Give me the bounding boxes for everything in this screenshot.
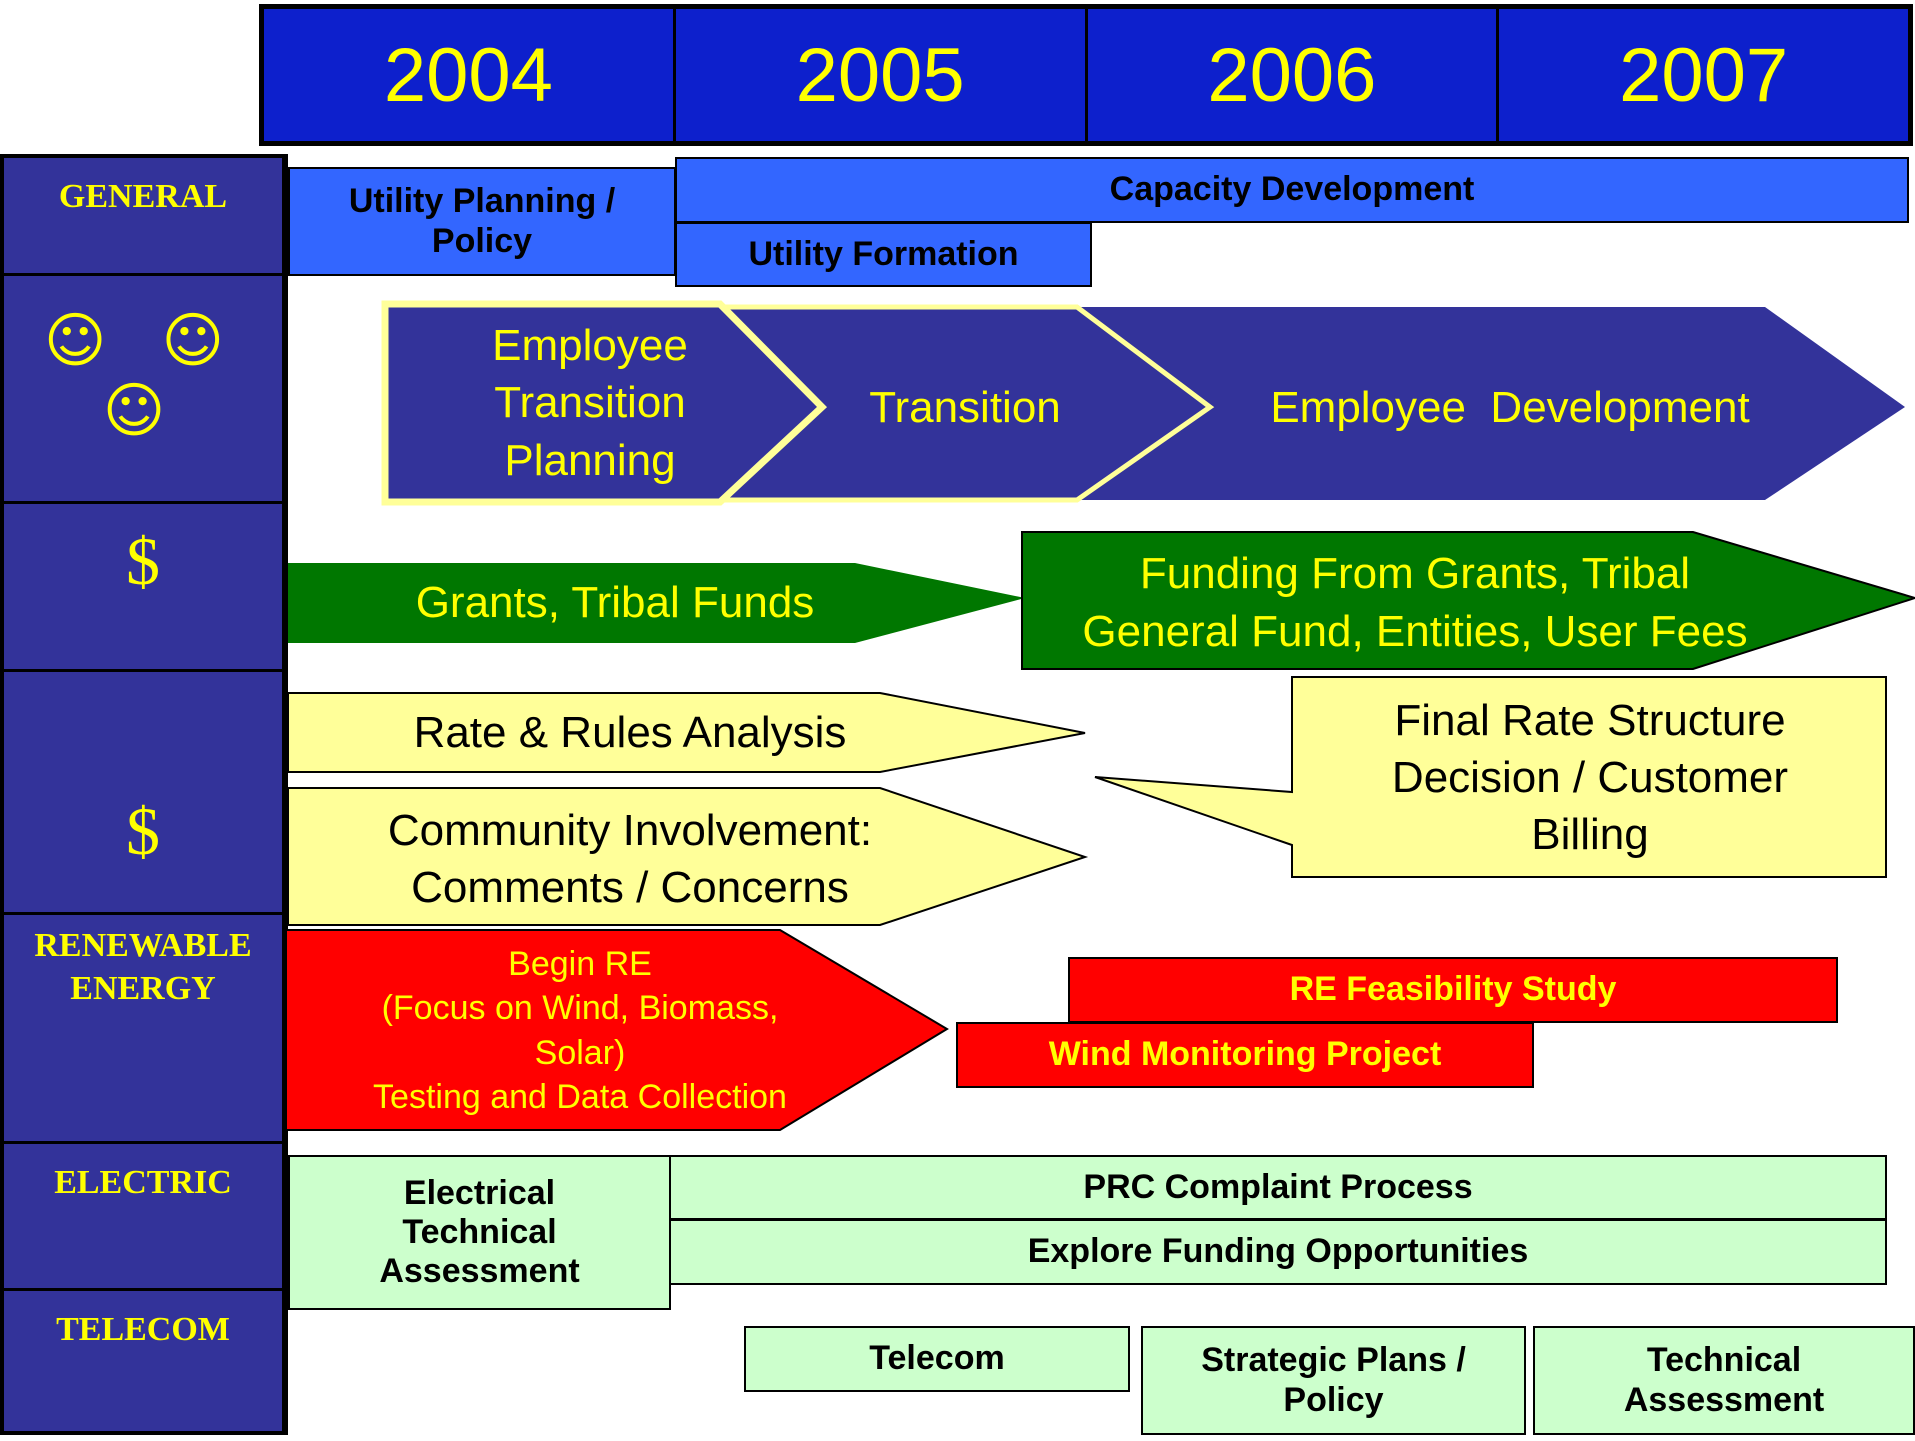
strategic-plans-text-2: Policy	[1283, 1380, 1384, 1419]
final-rate-callout	[1094, 676, 1887, 878]
category-general-label: GENERAL	[58, 178, 228, 215]
category-general: GENERAL	[4, 158, 282, 276]
electrical-assessment-text-2: Technical	[402, 1212, 557, 1251]
employee-planning-text-3: Planning	[504, 435, 676, 485]
year-2006: 2006	[1088, 9, 1500, 141]
category-rates: $	[4, 672, 282, 915]
year-2007: 2007	[1619, 32, 1789, 118]
dollar-icon: $	[126, 523, 160, 599]
explore-funding-text: Explore Funding Opportunities	[1027, 1232, 1529, 1271]
wind-monitoring-text: Wind Monitoring Project	[1048, 1035, 1442, 1074]
explore-funding-bar: Explore Funding Opportunities	[669, 1219, 1887, 1285]
funding-sources-text-2: General Fund, Entities, User Fees	[1082, 606, 1748, 656]
strategic-plans-box: Strategic Plans / Policy	[1141, 1326, 1526, 1435]
wind-monitoring-bar: Wind Monitoring Project	[956, 1022, 1534, 1088]
category-funding: $	[4, 504, 282, 672]
year-2005: 2005	[676, 9, 1088, 141]
employee-transition-planning-chevron	[381, 300, 828, 506]
year-header: 2004 2005 2006 2007	[259, 4, 1913, 146]
final-rate-text-2: Decision / Customer	[1391, 752, 1789, 802]
grants-label: Grants, Tribal Funds	[415, 578, 815, 628]
technical-assessment-text-2: Assessment	[1623, 1380, 1825, 1419]
category-people: ☺ ☺ ☺	[4, 276, 282, 504]
begin-re-text-1: Begin RE	[508, 945, 652, 984]
strategic-plans-text-1: Strategic Plans /	[1201, 1341, 1466, 1380]
category-electric: ELECTRIC	[4, 1144, 282, 1291]
rate-rules-arrow	[287, 692, 1086, 773]
electrical-assessment-text-1: Electrical	[403, 1173, 556, 1212]
begin-re-text-4: Testing and Data Collection	[373, 1077, 787, 1116]
begin-re-text-2: (Focus on Wind, Biomass,	[381, 989, 779, 1028]
begin-re-label: Begin RE (Focus on Wind, Biomass, Solar)…	[300, 938, 860, 1123]
transition-label: Transition	[869, 382, 1061, 432]
final-rate-text-1: Final Rate Structure	[1394, 695, 1786, 745]
year-2004: 2004	[264, 9, 676, 141]
utility-planning-text-2: Policy	[431, 221, 533, 260]
category-renewable-label-2: ENERGY	[70, 969, 216, 1007]
utility-formation-text: Utility Formation	[748, 234, 1019, 273]
re-feasibility-study-bar: RE Feasibility Study	[1068, 957, 1838, 1023]
funding-sources-arrow	[1021, 531, 1915, 670]
begin-re-arrow	[285, 929, 949, 1131]
telecom-box: Telecom	[744, 1326, 1130, 1392]
telecom-text: Telecom	[869, 1339, 1005, 1378]
technical-assessment-box: Technical Assessment	[1533, 1326, 1915, 1435]
employee-planning-text-1: Employee	[492, 321, 688, 371]
grants-arrow	[288, 563, 1025, 643]
electrical-technical-assessment-box: Electrical Technical Assessment	[288, 1155, 671, 1310]
begin-re-text-3: Solar)	[534, 1033, 626, 1072]
re-feasibility-text: RE Feasibility Study	[1289, 970, 1617, 1009]
prc-complaint-bar: PRC Complaint Process	[669, 1155, 1887, 1220]
category-renewable-energy: RENEWABLE ENERGY	[4, 915, 282, 1144]
employee-transition-planning-label: Employee Transition Planning	[395, 312, 785, 494]
category-sidebar: GENERAL ☺ ☺ ☺ $ $ RENEWABLE ENERGY ELECT…	[0, 154, 288, 1435]
funding-sources-text-1: Funding From Grants, Tribal	[1139, 549, 1691, 599]
utility-planning-policy-box: Utility Planning / Policy	[288, 167, 676, 276]
final-rate-text-3: Billing	[1531, 810, 1649, 860]
category-telecom-label: TELECOM	[56, 1311, 230, 1348]
prc-complaint-text: PRC Complaint Process	[1083, 1167, 1473, 1206]
rate-rules-label: Rate & Rules Analysis	[413, 708, 847, 758]
employee-development-label: Employee Development	[1270, 382, 1750, 432]
category-telecom: TELECOM	[4, 1291, 282, 1441]
category-renewable-label-1: RENEWABLE	[34, 927, 252, 964]
community-involvement-label: Community Involvement: Comments / Concer…	[300, 800, 960, 918]
capacity-development-bar: Capacity Development	[675, 157, 1909, 223]
capacity-development-text: Capacity Development	[1109, 170, 1475, 209]
community-involvement-arrow	[287, 787, 1089, 926]
utility-formation-bar: Utility Formation	[675, 222, 1092, 287]
final-rate-label: Final Rate Structure Decision / Customer…	[1300, 685, 1880, 870]
category-electric-label: ELECTRIC	[54, 1164, 232, 1201]
employee-development-chevron	[1077, 307, 1905, 500]
smiley-faces-icon: ☺ ☺ ☺	[43, 306, 243, 446]
utility-planning-text-1: Utility Planning /	[348, 182, 616, 221]
dollar-icon: $	[126, 793, 160, 869]
electrical-assessment-text-3: Assessment	[379, 1252, 580, 1291]
funding-sources-label: Funding From Grants, Tribal General Fund…	[1030, 540, 1800, 665]
employee-planning-text-2: Transition	[494, 378, 686, 428]
community-text-1: Community Involvement:	[387, 805, 873, 855]
community-text-2: Comments / Concerns	[411, 863, 849, 912]
technical-assessment-text-1: Technical	[1646, 1341, 1802, 1380]
